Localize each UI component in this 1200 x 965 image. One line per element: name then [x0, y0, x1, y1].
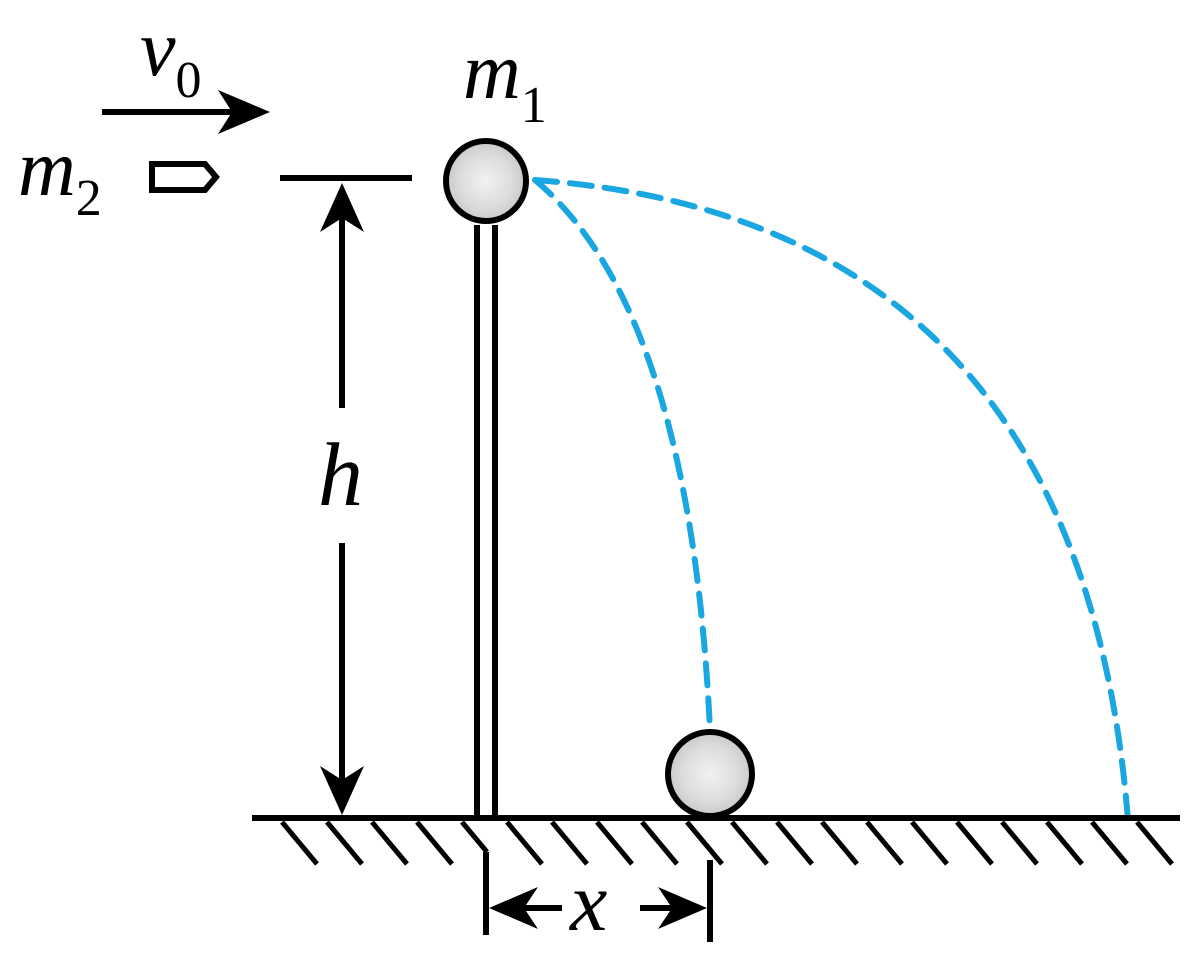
ball-mass-subscript: 1: [521, 77, 547, 134]
support-post: [474, 225, 498, 817]
ball-on-post: [443, 138, 529, 224]
bullet-mass-label: m2: [18, 125, 102, 227]
height-label: h: [318, 426, 363, 525]
ground-hatching: [280, 820, 1174, 866]
ball-on-ground: [665, 729, 755, 819]
height-dimension-arrow: [320, 183, 364, 815]
bullet-mass-symbol: m: [18, 125, 76, 213]
velocity-arrow: [102, 90, 270, 134]
bullet-shape: [149, 161, 220, 193]
trajectories: [532, 177, 1131, 823]
velocity-label: v0: [140, 5, 202, 109]
bullet-mass-subscript: 2: [76, 170, 102, 227]
ball-mass-label: m1: [463, 28, 547, 134]
distance-label: x: [568, 856, 607, 949]
ball-mass-symbol: m: [463, 28, 521, 116]
trajectory-far: [532, 177, 1131, 823]
velocity-subscript: 0: [176, 52, 202, 109]
ground: [252, 815, 1180, 866]
distance-dimension: [483, 852, 713, 942]
velocity-symbol: v: [140, 5, 176, 93]
trajectory-near: [532, 177, 713, 733]
